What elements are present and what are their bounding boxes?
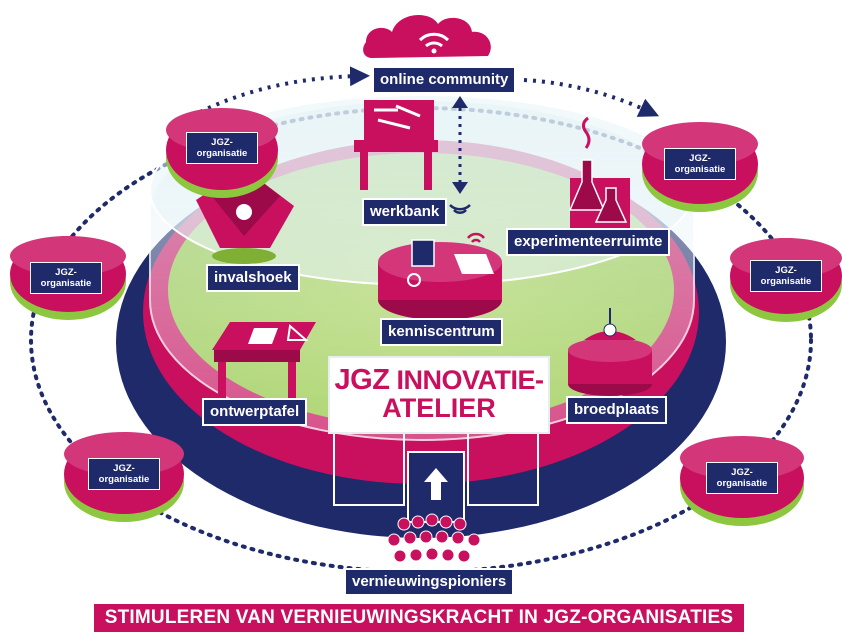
org-label-1: JGZ-organisatie — [186, 132, 258, 164]
label-broedplaats: broedplaats — [566, 396, 668, 424]
label-experimenteerruimte: experimenteerruimte — [506, 228, 671, 256]
org-label-5: JGZ-organisatie — [88, 458, 160, 490]
org-label-4-line1: JGZ- — [775, 265, 797, 276]
up-arrow-icon — [424, 468, 448, 500]
label-vernieuwingspioniers: vernieuwingspioniers — [344, 568, 515, 596]
org-label-2-line1: JGZ- — [689, 153, 711, 164]
org-label-3-line1: JGZ- — [55, 267, 77, 278]
org-label-6: JGZ-organisatie — [706, 462, 778, 494]
org-label-5-line2: organisatie — [98, 474, 150, 485]
label-kenniscentrum: kenniscentrum — [380, 318, 503, 346]
label-werkbank: werkbank — [362, 198, 448, 226]
cloud-wifi-icon — [363, 14, 491, 58]
people-crowd-icon — [387, 513, 481, 563]
label-ontwerptafel: ontwerptafel — [202, 398, 308, 426]
title-line-2: ATELIER — [382, 393, 496, 423]
toolbox-icon — [354, 100, 438, 190]
org-label-4: JGZ-organisatie — [750, 260, 822, 292]
org-label-6-line1: JGZ- — [731, 467, 753, 478]
org-label-2: JGZ-organisatie — [664, 148, 736, 180]
org-label-1-line1: JGZ- — [211, 137, 233, 148]
org-label-6-line2: organisatie — [716, 478, 768, 489]
org-label-3: JGZ-organisatie — [30, 262, 102, 294]
org-label-5-line1: JGZ- — [113, 463, 135, 474]
lab-flask-icon — [568, 116, 630, 230]
right-arrow-icon — [326, 533, 358, 557]
org-label-1-line2: organisatie — [196, 148, 248, 159]
label-invalshoek: invalshoek — [206, 264, 300, 292]
bottom-banner: STIMULEREN VAN VERNIEUWINGSKRACHT IN JGZ… — [94, 604, 744, 632]
wifi-signal-icon — [449, 204, 471, 214]
laptop-icon — [378, 232, 502, 320]
title-line-1: JGZ INNOVATIE- — [330, 364, 548, 396]
arrow-to-community-left — [199, 66, 370, 114]
title-board: JGZ INNOVATIE- ATELIER — [328, 356, 550, 434]
label-online-community: online community — [372, 66, 517, 94]
incubator-icon — [568, 308, 652, 396]
org-label-3-line2: organisatie — [40, 278, 92, 289]
left-arrow-icon — [514, 533, 546, 557]
title-innovatie: INNOVATIE- — [396, 365, 544, 395]
org-label-2-line2: organisatie — [674, 164, 726, 175]
drafting-table-icon — [212, 322, 316, 398]
title-jgz: JGZ — [334, 364, 390, 396]
org-label-4-line2: organisatie — [760, 276, 812, 287]
arrow-from-community-right — [523, 78, 660, 117]
